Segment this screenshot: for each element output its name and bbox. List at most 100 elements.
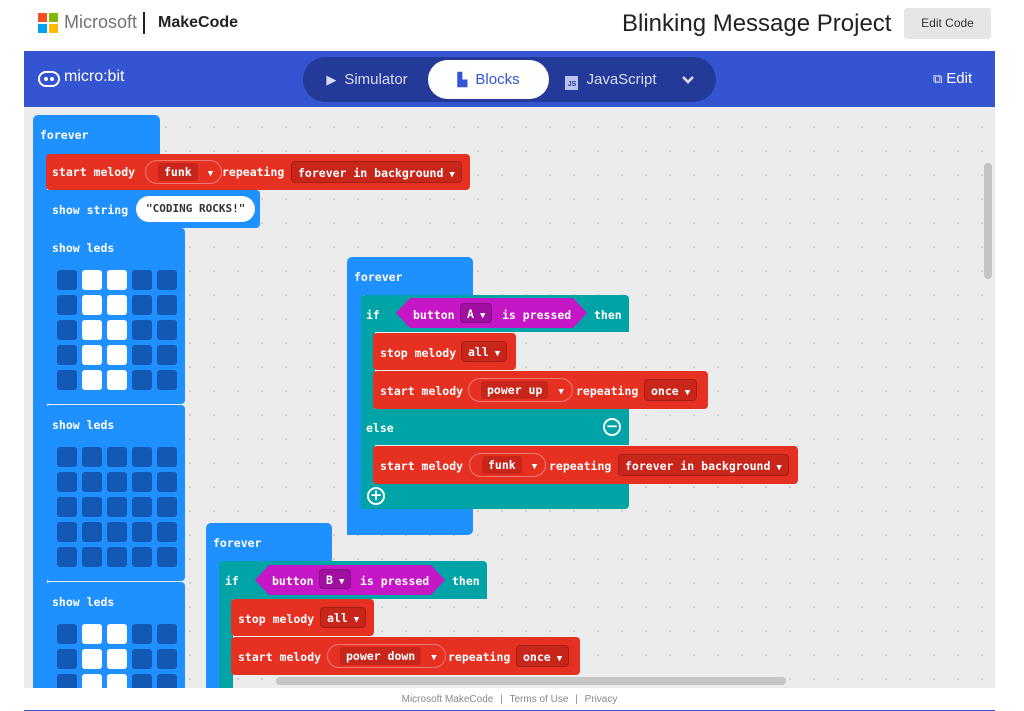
tune-value: power up bbox=[481, 381, 549, 399]
led-cell[interactable] bbox=[57, 624, 77, 644]
stop-mode-dropdown[interactable]: all▼ bbox=[320, 607, 367, 628]
led-cell[interactable] bbox=[157, 497, 177, 517]
led-cell[interactable] bbox=[157, 522, 177, 542]
led-cell[interactable] bbox=[82, 624, 102, 644]
led-cell[interactable] bbox=[57, 320, 77, 340]
led-cell[interactable] bbox=[132, 674, 152, 688]
led-cell[interactable] bbox=[132, 497, 152, 517]
footer-link-makecode[interactable]: Microsoft MakeCode bbox=[401, 694, 494, 705]
repeat-mode-dropdown[interactable]: once▼ bbox=[516, 645, 570, 667]
tab-blocks[interactable]: ▙Blocks bbox=[428, 60, 549, 99]
led-cell[interactable] bbox=[57, 522, 77, 542]
led-grid-2[interactable] bbox=[57, 447, 177, 567]
led-cell[interactable] bbox=[57, 547, 77, 567]
led-cell[interactable] bbox=[107, 497, 127, 517]
stop-mode-dropdown[interactable]: all▼ bbox=[461, 341, 508, 362]
led-cell[interactable] bbox=[57, 674, 77, 688]
melody-tune-dropdown[interactable]: power down▼ bbox=[327, 644, 446, 668]
led-cell[interactable] bbox=[107, 472, 127, 492]
led-cell[interactable] bbox=[57, 472, 77, 492]
led-cell[interactable] bbox=[82, 472, 102, 492]
led-cell[interactable] bbox=[157, 547, 177, 567]
led-cell[interactable] bbox=[57, 447, 77, 467]
led-cell[interactable] bbox=[107, 522, 127, 542]
led-cell[interactable] bbox=[82, 522, 102, 542]
forever-block-3[interactable] bbox=[206, 523, 332, 561]
led-cell[interactable] bbox=[107, 345, 127, 365]
edit-code-button[interactable]: Edit Code bbox=[904, 8, 991, 39]
led-cell[interactable] bbox=[107, 547, 127, 567]
led-cell[interactable] bbox=[82, 674, 102, 688]
show-string-label: show string bbox=[52, 203, 129, 217]
led-cell[interactable] bbox=[157, 270, 177, 290]
led-grid-3[interactable] bbox=[57, 624, 177, 688]
forever-block-1[interactable] bbox=[33, 115, 160, 155]
led-grid-1[interactable] bbox=[57, 270, 177, 390]
led-cell[interactable] bbox=[82, 295, 102, 315]
led-cell[interactable] bbox=[157, 624, 177, 644]
button-dropdown[interactable]: A▼ bbox=[460, 303, 493, 323]
led-cell[interactable] bbox=[57, 370, 77, 390]
led-cell[interactable] bbox=[132, 345, 152, 365]
led-cell[interactable] bbox=[132, 295, 152, 315]
forever-block-2[interactable] bbox=[347, 257, 473, 295]
led-cell[interactable] bbox=[157, 295, 177, 315]
led-cell[interactable] bbox=[132, 320, 152, 340]
led-cell[interactable] bbox=[157, 649, 177, 669]
footer-link-privacy[interactable]: Privacy bbox=[584, 694, 618, 705]
melody-tune-dropdown[interactable]: funk▼ bbox=[145, 160, 223, 184]
led-cell[interactable] bbox=[82, 497, 102, 517]
led-cell[interactable] bbox=[132, 472, 152, 492]
remove-else-icon[interactable]: − bbox=[603, 418, 621, 436]
repeat-mode-dropdown[interactable]: once▼ bbox=[644, 379, 698, 401]
led-cell[interactable] bbox=[57, 497, 77, 517]
led-cell[interactable] bbox=[57, 649, 77, 669]
led-cell[interactable] bbox=[107, 649, 127, 669]
led-cell[interactable] bbox=[132, 624, 152, 644]
led-cell[interactable] bbox=[157, 674, 177, 688]
blocks-workspace[interactable]: forever start melody funk▼ repeating for… bbox=[24, 107, 995, 688]
led-cell[interactable] bbox=[107, 320, 127, 340]
led-cell[interactable] bbox=[82, 547, 102, 567]
led-cell[interactable] bbox=[107, 447, 127, 467]
add-else-if-icon[interactable]: + bbox=[367, 487, 385, 505]
led-cell[interactable] bbox=[157, 345, 177, 365]
horizontal-scrollbar[interactable] bbox=[276, 677, 786, 685]
button-dropdown[interactable]: B▼ bbox=[319, 569, 352, 589]
led-cell[interactable] bbox=[107, 674, 127, 688]
melody-tune-dropdown[interactable]: power up▼ bbox=[468, 378, 573, 402]
string-value-input[interactable]: "CODING ROCKS!" bbox=[136, 196, 256, 222]
led-cell[interactable] bbox=[82, 345, 102, 365]
led-cell[interactable] bbox=[132, 522, 152, 542]
led-cell[interactable] bbox=[82, 649, 102, 669]
repeat-mode-dropdown[interactable]: forever in background▼ bbox=[618, 454, 789, 476]
led-cell[interactable] bbox=[82, 270, 102, 290]
led-cell[interactable] bbox=[132, 547, 152, 567]
led-cell[interactable] bbox=[157, 320, 177, 340]
vertical-scrollbar[interactable] bbox=[984, 163, 992, 279]
led-cell[interactable] bbox=[132, 270, 152, 290]
led-cell[interactable] bbox=[82, 320, 102, 340]
led-cell[interactable] bbox=[82, 370, 102, 390]
led-cell[interactable] bbox=[107, 295, 127, 315]
led-cell[interactable] bbox=[132, 649, 152, 669]
footer-link-terms[interactable]: Terms of Use bbox=[509, 694, 569, 705]
led-cell[interactable] bbox=[157, 472, 177, 492]
led-cell[interactable] bbox=[157, 447, 177, 467]
led-cell[interactable] bbox=[132, 370, 152, 390]
led-cell[interactable] bbox=[82, 447, 102, 467]
led-cell[interactable] bbox=[157, 370, 177, 390]
led-cell[interactable] bbox=[107, 624, 127, 644]
tab-simulator[interactable]: ▶Simulator bbox=[317, 60, 417, 99]
language-dropdown[interactable] bbox=[671, 60, 705, 99]
led-cell[interactable] bbox=[132, 447, 152, 467]
led-cell[interactable] bbox=[57, 270, 77, 290]
led-cell[interactable] bbox=[57, 295, 77, 315]
edit-button[interactable]: ⧉Edit bbox=[933, 70, 972, 87]
led-cell[interactable] bbox=[107, 270, 127, 290]
melody-tune-dropdown[interactable]: funk▼ bbox=[469, 453, 547, 477]
led-cell[interactable] bbox=[57, 345, 77, 365]
led-cell[interactable] bbox=[107, 370, 127, 390]
repeat-mode-dropdown[interactable]: forever in background▼ bbox=[291, 161, 462, 183]
